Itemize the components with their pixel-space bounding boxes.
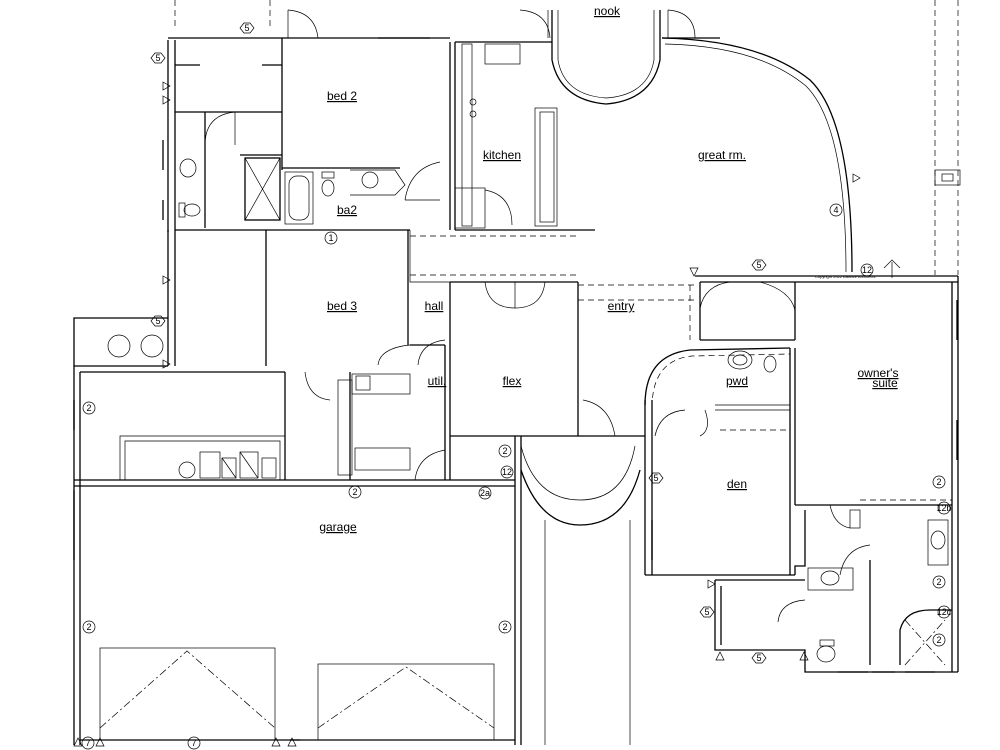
room-label-owners-suite-line1: owner's <box>858 366 899 380</box>
tag-2-bath-a: 2 <box>932 575 946 589</box>
tag-2-garage-right: 2 <box>498 620 512 634</box>
room-labels: nook bed 2 kitchen great rm. ba2 bed 3 h… <box>319 4 898 534</box>
detail-tags: 5 5 5 5 5 5 5 4 <box>81 22 952 750</box>
tag-7-left: 7 <box>81 736 95 750</box>
svg-text:2: 2 <box>352 487 357 497</box>
tag-2-garage-storage: 2 <box>82 401 96 415</box>
room-label-kitchen: kitchen <box>483 148 521 162</box>
tag-12c: 12c <box>937 605 952 619</box>
tag-12-great: 12 <box>860 263 874 277</box>
svg-text:4: 4 <box>833 205 838 215</box>
svg-text:12: 12 <box>862 265 872 275</box>
svg-text:5: 5 <box>155 316 160 326</box>
svg-text:1: 1 <box>328 233 333 243</box>
svg-text:7: 7 <box>85 738 90 748</box>
svg-text:12b: 12b <box>936 503 951 513</box>
tag-2-garage-top: 2 <box>348 485 362 499</box>
copyright-note: Copyright 2022 Alliance Architects <box>815 274 875 279</box>
tag-5-top: 5 <box>239 22 255 34</box>
tag-2-bath-b: 2 <box>932 633 946 647</box>
tag-2a: 2a <box>478 486 492 500</box>
svg-text:5: 5 <box>756 653 761 663</box>
svg-text:5: 5 <box>756 260 761 270</box>
tag-4: 4 <box>829 203 843 217</box>
room-label-pwd: pwd <box>726 374 748 388</box>
svg-text:2: 2 <box>936 477 941 487</box>
fixtures <box>73 0 961 745</box>
svg-text:12: 12 <box>502 467 512 477</box>
tag-5-bottom: 5 <box>751 652 767 664</box>
tag-5-owners-top: 5 <box>751 259 767 271</box>
room-label-bed-3: bed 3 <box>327 299 357 313</box>
room-label-nook: nook <box>594 4 621 18</box>
room-label-util: util. <box>428 374 447 388</box>
svg-text:2a: 2a <box>480 488 490 498</box>
room-label-entry: entry <box>608 299 635 313</box>
tag-5-left-top: 5 <box>150 52 166 64</box>
room-label-den: den <box>727 477 747 491</box>
room-label-ba2: ba2 <box>337 203 357 217</box>
svg-text:2: 2 <box>502 446 507 456</box>
svg-text:7: 7 <box>191 738 196 748</box>
svg-text:12c: 12c <box>937 607 952 617</box>
tag-2-owners: 2 <box>932 475 946 489</box>
tag-5-den-bottom: 5 <box>699 606 715 618</box>
svg-text:2: 2 <box>502 622 507 632</box>
svg-text:5: 5 <box>244 23 249 33</box>
elevation-markers <box>73 81 861 747</box>
svg-text:5: 5 <box>704 607 709 617</box>
svg-text:5: 5 <box>653 473 658 483</box>
svg-text:2: 2 <box>86 622 91 632</box>
svg-text:2: 2 <box>86 403 91 413</box>
tag-12: 12 <box>500 465 514 479</box>
room-label-bed-2: bed 2 <box>327 89 357 103</box>
tag-5-den: 5 <box>648 472 664 484</box>
tag-2-flex: 2 <box>498 444 512 458</box>
room-label-great-room: great rm. <box>698 148 746 162</box>
room-label-owners-suite-line2: suite <box>872 376 898 390</box>
tag-2-garage-left: 2 <box>82 620 96 634</box>
svg-text:2: 2 <box>936 577 941 587</box>
room-label-garage: garage <box>319 520 357 534</box>
svg-text:5: 5 <box>155 53 160 63</box>
svg-text:2: 2 <box>936 635 941 645</box>
tag-7-mid: 7 <box>187 736 201 750</box>
room-label-hall: hall <box>425 299 444 313</box>
tag-1: 1 <box>324 231 338 245</box>
room-label-flex: flex <box>503 374 522 388</box>
tag-12b: 12b <box>936 501 952 515</box>
tag-5-left-mid: 5 <box>150 315 166 327</box>
